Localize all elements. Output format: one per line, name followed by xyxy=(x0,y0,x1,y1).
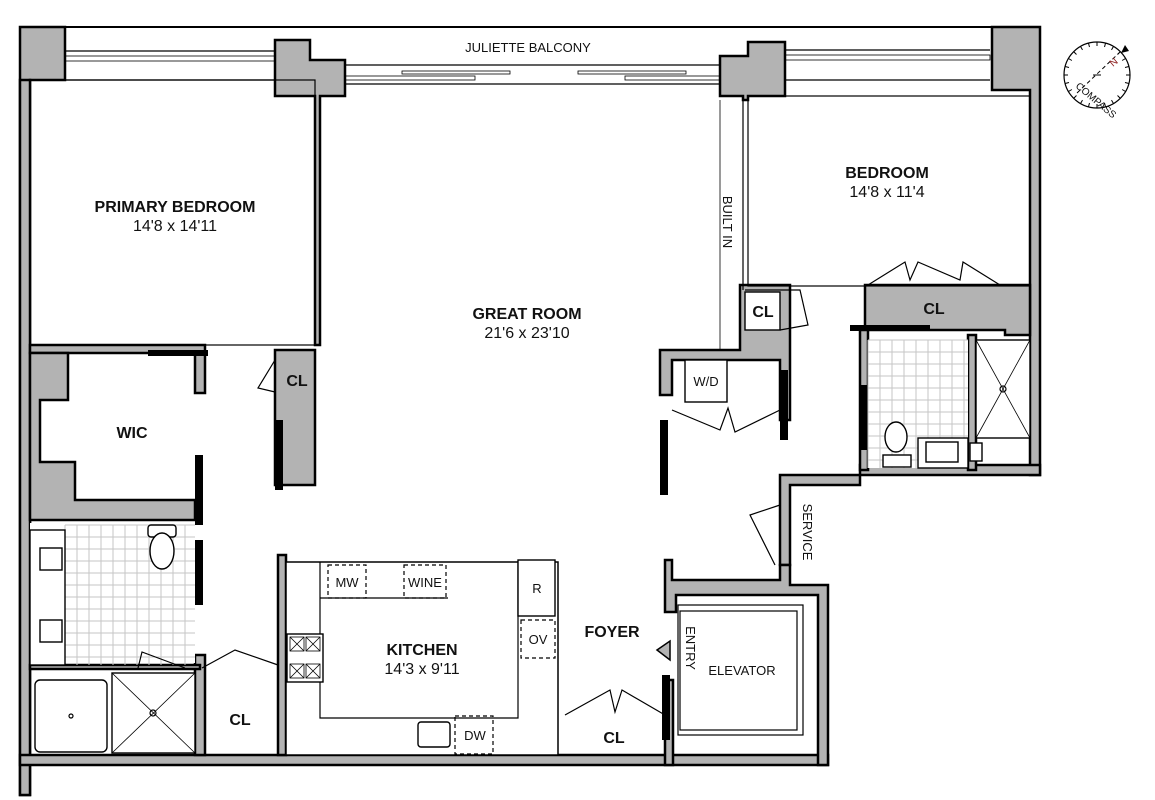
toilet-icon xyxy=(884,421,908,453)
foyer-closet-label: CL xyxy=(603,730,625,747)
entry-arrow-icon xyxy=(655,639,671,662)
bedroom-closet-label: CL xyxy=(923,301,945,318)
wic-name: WIC xyxy=(116,425,148,442)
bedroom-bath xyxy=(867,339,1031,469)
elevator-label: ELEVATOR xyxy=(708,663,775,678)
toilet-icon xyxy=(149,532,175,570)
oven-label: OV xyxy=(529,632,548,647)
kitchen-dims: 14'3 x 9'11 xyxy=(384,661,459,678)
primary-closet-label: CL xyxy=(286,373,308,390)
service-label: SERVICE xyxy=(800,504,815,561)
entry-label: ENTRY xyxy=(683,626,698,670)
laundry: W/D xyxy=(684,291,781,403)
balcony-label: JULIETTE BALCONY xyxy=(465,40,591,55)
balcony: JULIETTE BALCONY xyxy=(64,26,995,85)
refrigerator-icon xyxy=(517,559,556,617)
interior-lines xyxy=(29,79,1031,350)
sink-icon xyxy=(39,619,63,643)
walls xyxy=(18,25,1042,797)
dishwasher-icon xyxy=(454,715,494,755)
door-swings xyxy=(201,261,1001,716)
primary-bath-fixtures xyxy=(29,524,196,754)
primary-bedroom-dims: 14'8 x 14'11 xyxy=(133,218,217,235)
built-in-label: BUILT IN xyxy=(720,196,735,248)
wine-label: WINE xyxy=(408,575,442,590)
kitchen: MW WINE R OV DW xyxy=(285,559,559,756)
bedroom-dims: 14'8 x 11'4 xyxy=(849,184,924,201)
wine-cooler-icon xyxy=(403,564,447,599)
cooktop-icon xyxy=(286,633,324,683)
compass-icon: N COMPASS xyxy=(1063,41,1131,121)
dishwasher-label: DW xyxy=(464,728,486,743)
refrigerator-label: R xyxy=(532,581,541,596)
sink-icon xyxy=(417,721,451,748)
primary-bedroom-name: PRIMARY BEDROOM xyxy=(95,199,256,216)
bedroom-name: BEDROOM xyxy=(845,165,929,182)
microwave-label: MW xyxy=(335,575,359,590)
great-room-dims: 21'6 x 23'10 xyxy=(484,325,569,342)
great-room-name: GREAT ROOM xyxy=(472,306,581,323)
washer-dryer-icon xyxy=(684,359,728,403)
hall-closet-label: CL xyxy=(752,304,774,321)
kitchen-name: KITCHEN xyxy=(386,642,457,659)
bath-closet-label: CL xyxy=(229,712,251,729)
oven-icon xyxy=(520,619,556,659)
foyer-name: FOYER xyxy=(584,624,640,641)
bathtub-icon xyxy=(34,679,108,753)
sink-icon xyxy=(39,547,63,571)
doors xyxy=(148,325,930,740)
elevator: ELEVATOR xyxy=(655,604,804,736)
washer-dryer-label: W/D xyxy=(693,374,718,389)
